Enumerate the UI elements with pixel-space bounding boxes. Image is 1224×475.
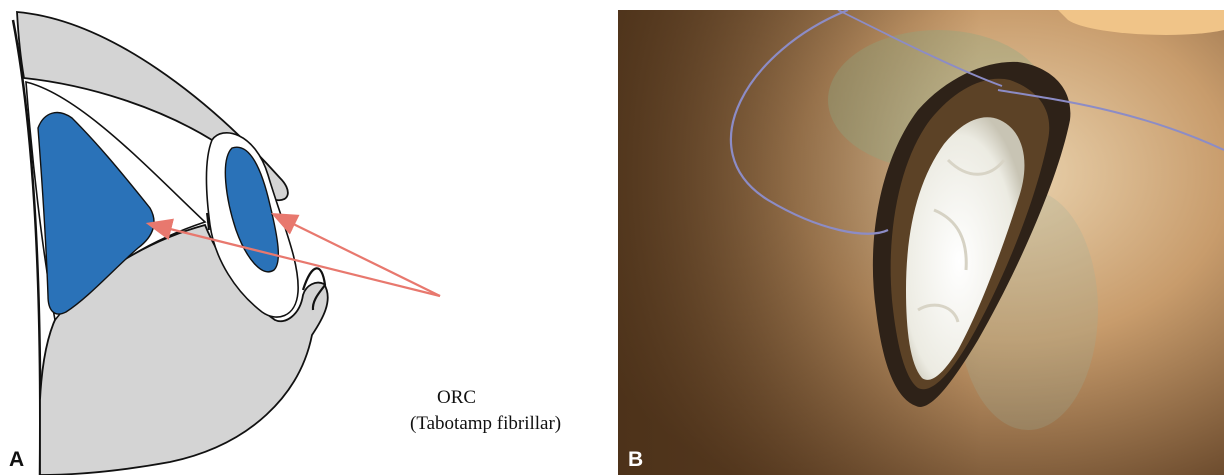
orc-label-title: ORC xyxy=(410,385,620,411)
panel-b-letter: B xyxy=(628,449,643,470)
wound-photograph xyxy=(618,10,1224,475)
panel-b-photo xyxy=(618,10,1224,475)
panel-a-letter: A xyxy=(9,449,24,470)
panel-a-diagram: ORC (Tabotamp fibrillar) xyxy=(0,0,612,475)
orc-label-subtitle: (Tabotamp fibrillar) xyxy=(410,411,620,437)
arrow-to-right-implant xyxy=(275,215,440,296)
orc-callout-label: ORC (Tabotamp fibrillar) xyxy=(410,385,620,437)
